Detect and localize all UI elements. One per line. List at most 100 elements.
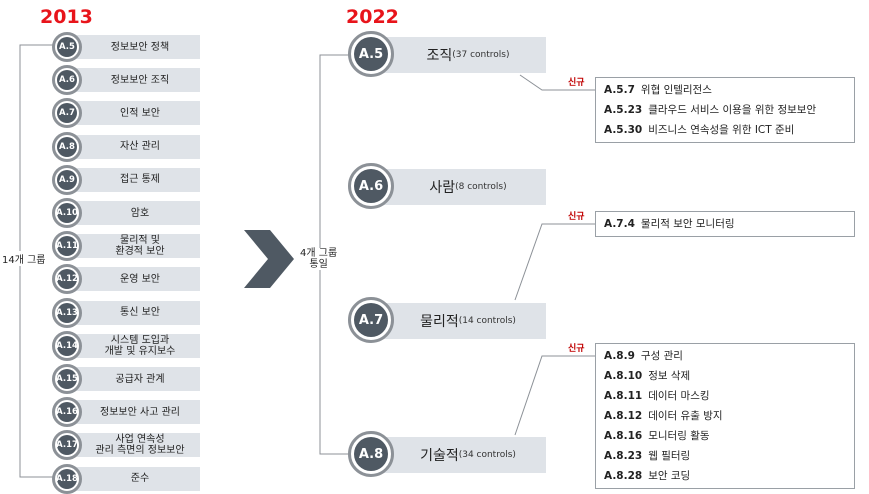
control-code: A.8.23	[604, 450, 643, 462]
code-badge: A.14	[52, 330, 82, 361]
code-badge: A.7	[52, 98, 82, 129]
group-count-2013: 14개 그룹	[2, 251, 46, 266]
control-label: 비즈니스 연속성을 위한 ICT 준비	[648, 124, 795, 136]
control-code: A.8.10	[604, 370, 643, 382]
control-code: A.5.30	[604, 124, 643, 136]
control-label: 데이터 유출 방지	[648, 410, 723, 422]
code-text: A.13	[56, 302, 78, 323]
new-tag: 신규	[568, 78, 585, 88]
new-control-item: A.8.28 보안 코딩	[604, 466, 854, 486]
code-text: A.17	[56, 435, 78, 456]
code-badge: A.12	[52, 264, 82, 295]
theme-label: 조직(37 controls)	[370, 37, 546, 73]
control-code: A.7.4	[604, 218, 635, 230]
year-2013-heading: 2013	[40, 6, 93, 28]
code-badge: A.6	[348, 163, 394, 209]
code-badge: A.15	[52, 364, 82, 394]
new-tag: 신규	[568, 212, 585, 222]
controls-count: (8 controls)	[455, 182, 507, 192]
code-badge: A.7	[348, 297, 394, 343]
code-text: A.9	[57, 169, 77, 190]
chevron-right-icon	[244, 230, 294, 288]
domain-label: 시스템 도입과 개발 및 유지보수	[70, 333, 200, 358]
control-code: A.8.28	[604, 470, 643, 482]
theme-label: 기술적(34 controls)	[370, 437, 546, 473]
code-badge: A.8	[348, 431, 394, 477]
code-text: A.6	[57, 70, 77, 91]
new-controls-box: A.8.9 구성 관리 A.8.10 정보 삭제 A.8.11 데이터 마스킹 A.8.12…	[595, 343, 855, 489]
theme-name: 사람	[429, 180, 456, 196]
control-label: 데이터 마스킹	[648, 390, 710, 402]
new-control-item: A.8.11 데이터 마스킹	[604, 386, 854, 406]
domain-label: 통신 보안	[70, 300, 200, 325]
control-code: A.8.11	[604, 390, 643, 402]
code-badge: A.6	[52, 65, 82, 96]
domain-label: 물리적 및 환경적 보안	[70, 234, 200, 259]
code-badge: A.17	[52, 430, 82, 461]
control-code: A.5.23	[604, 104, 643, 116]
code-badge: A.5	[52, 32, 82, 62]
control-code: A.8.9	[604, 350, 635, 362]
code-badge: A.16	[52, 397, 82, 428]
theme-label: 물리적(14 controls)	[370, 303, 546, 339]
new-tag: 신규	[568, 344, 585, 354]
code-badge: A.18	[52, 463, 82, 494]
code-text: A.10	[56, 203, 78, 223]
code-badge: A.5	[348, 31, 394, 77]
domain-label: 자산 관리	[70, 134, 200, 159]
new-control-item: A.8.12 데이터 유출 방지	[604, 406, 854, 426]
code-text: A.5	[354, 37, 388, 71]
domain-label: 정보보안 정책	[70, 35, 200, 59]
code-badge: A.13	[52, 297, 82, 328]
code-text: A.8	[57, 136, 77, 157]
new-control-item: A.8.9 구성 관리	[604, 346, 854, 366]
code-text: A.16	[56, 402, 78, 423]
controls-count: (37 controls)	[452, 50, 510, 60]
code-badge: A.9	[52, 164, 82, 195]
controls-count: (14 controls)	[458, 316, 516, 326]
code-text: A.12	[56, 269, 78, 290]
control-code: A.8.16	[604, 430, 643, 442]
code-badge: A.11	[52, 231, 82, 262]
domain-label: 정보보안 사고 관리	[70, 400, 200, 425]
control-label: 보안 코딩	[648, 470, 691, 482]
theme-name: 기술적	[420, 448, 459, 464]
new-control-item: A.5.30 비즈니스 연속성을 위한 ICT 준비	[604, 120, 854, 140]
control-code: A.8.12	[604, 410, 643, 422]
theme-label: 사람(8 controls)	[370, 169, 546, 205]
merge-label-line2: 통일	[309, 259, 328, 270]
code-badge: A.8	[52, 131, 82, 162]
merge-label-line1: 4개 그룹	[300, 248, 338, 259]
code-text: A.5	[57, 37, 77, 57]
control-label: 위협 인텔리전스	[640, 84, 712, 96]
theme-name: 조직	[426, 48, 453, 64]
code-text: A.15	[56, 369, 78, 389]
new-control-item: A.5.23 클라우드 서비스 이용을 위한 정보보안	[604, 100, 854, 120]
code-text: A.11	[56, 236, 78, 257]
control-label: 정보 삭제	[648, 370, 691, 382]
merge-label: 4개 그룹 통일	[300, 248, 338, 270]
domain-label: 공급자 관계	[70, 367, 200, 391]
control-label: 클라우드 서비스 이용을 위한 정보보안	[648, 104, 817, 116]
control-label: 모니터링 활동	[648, 430, 710, 442]
control-label: 구성 관리	[640, 350, 683, 362]
domain-label: 사업 연속성 관리 측면의 정보보안	[70, 433, 200, 458]
theme-name: 물리적	[420, 314, 459, 330]
